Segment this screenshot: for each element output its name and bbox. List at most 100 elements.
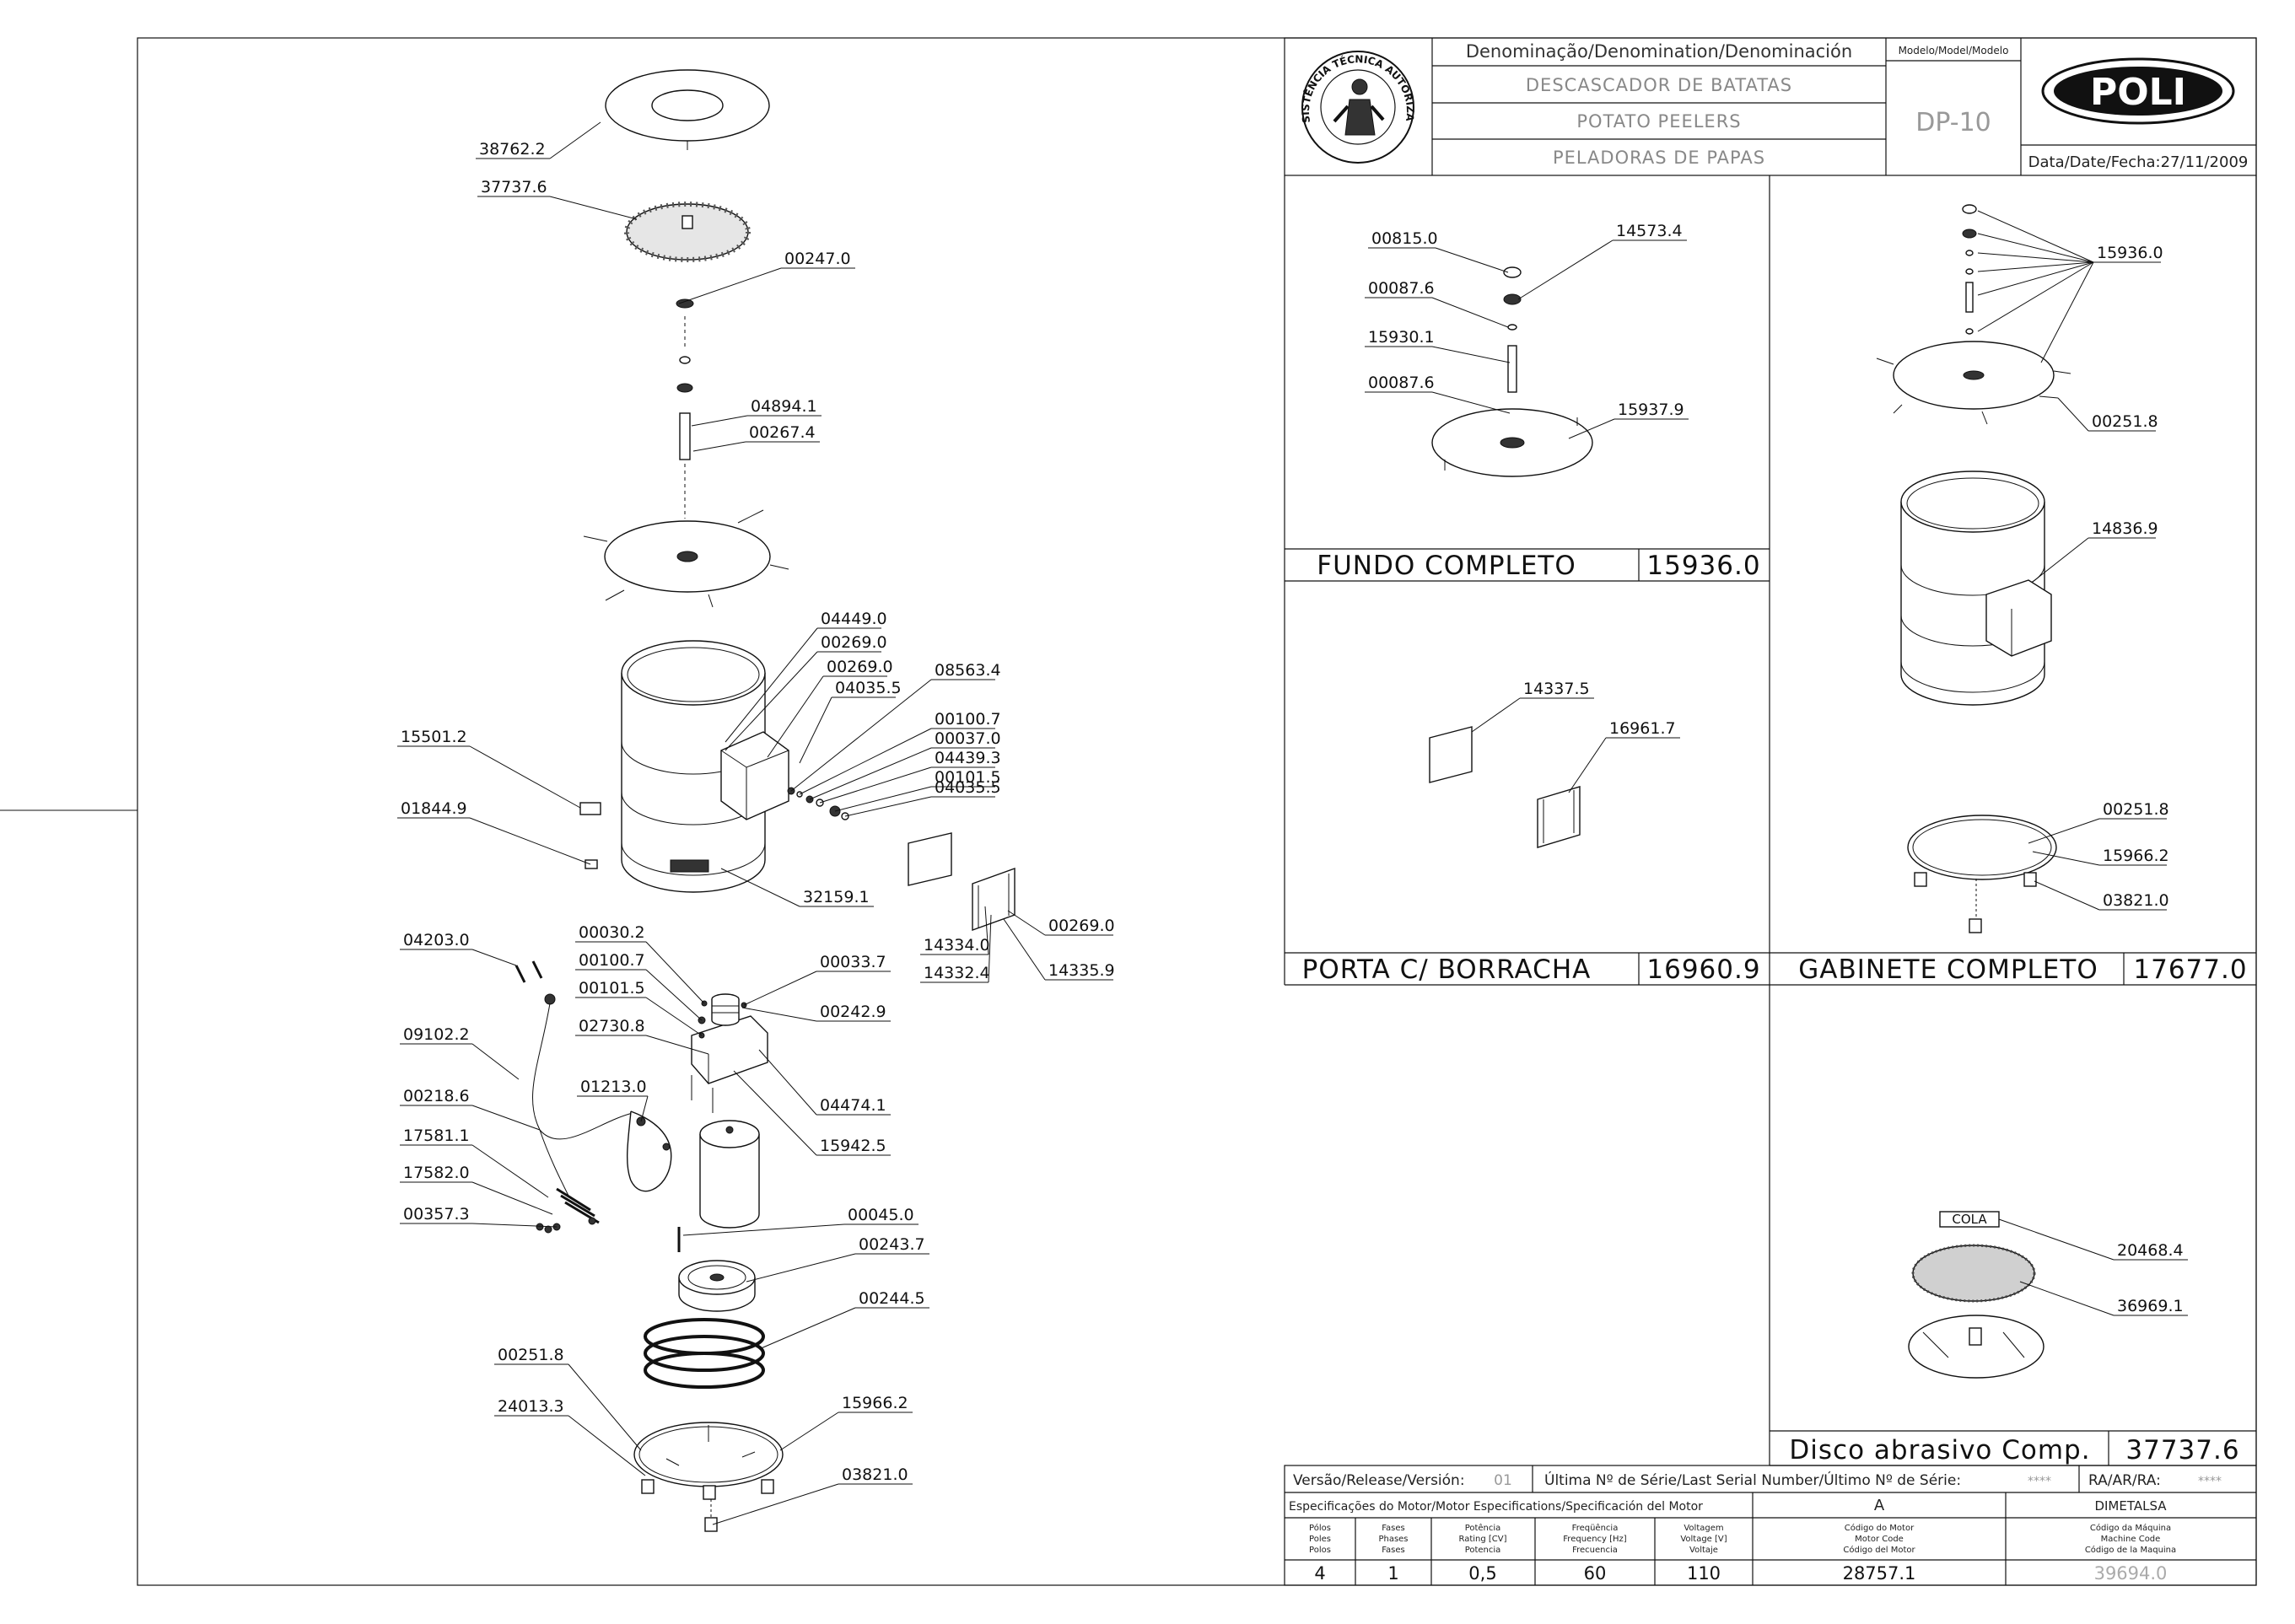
callout-32159-1-17: 32159.1	[720, 868, 874, 907]
callout-00247-0-2: 00247.0	[678, 250, 855, 304]
callout-leader	[741, 1007, 817, 1022]
callout-17582-0-26: 17582.0	[400, 1164, 553, 1215]
callout-label: 04035.5	[935, 778, 1001, 797]
label-plate-part	[579, 802, 601, 815]
callout-00242-9-34: 00242.9	[741, 1003, 891, 1022]
callout-label: 00087.6	[1368, 279, 1435, 298]
base-ring-part	[633, 1422, 784, 1532]
date-value: 27/11/2009	[2161, 153, 2249, 171]
callout-leader	[471, 1223, 558, 1228]
col-machine-code-header: Código da Máquina Machine Code Código de…	[2085, 1523, 2176, 1555]
callout-leader	[1568, 737, 1607, 793]
callout-leader	[2057, 397, 2089, 432]
callout-label: 00815.0	[1371, 229, 1438, 248]
svg-text:Phases: Phases	[1378, 1535, 1408, 1544]
callout-00030-2-28: 00030.2	[575, 923, 705, 1004]
callout-14573-4-45: 14573.4	[1517, 222, 1687, 300]
serial-value: ****	[2028, 1475, 2051, 1488]
callout-label: 17582.0	[403, 1164, 470, 1182]
callout-leader	[471, 1043, 520, 1080]
callout-label: 00100.7	[579, 951, 645, 970]
callout-03821-0-57: 03821.0	[2034, 880, 2169, 911]
motor-spec-table: Versão/Release/Versión: 01 Última Nº de …	[1284, 1465, 2257, 1586]
callout-label: 15930.1	[1368, 328, 1435, 347]
callout-label: 01213.0	[580, 1078, 647, 1096]
motor-maker: DIMETALSA	[2094, 1498, 2167, 1514]
callout-leader	[799, 696, 832, 764]
callout-00087-6-48: 00087.6	[1365, 374, 1511, 414]
callout-leader	[678, 267, 782, 304]
panel-porta-title: PORTA C/ BORRACHA	[1302, 955, 1592, 985]
callout-label: 04449.0	[821, 610, 887, 628]
callout-leader	[549, 196, 638, 220]
callout-leader	[1435, 247, 1509, 273]
svg-text:Potencia: Potencia	[1465, 1546, 1501, 1555]
callout-label: 14573.4	[1616, 222, 1683, 240]
callout-label: 00251.8	[2103, 800, 2169, 819]
callout-leader	[645, 1035, 709, 1055]
panel-fundo-title: FUNDO COMPLETO	[1317, 551, 1576, 581]
callout-00251-8-55: 00251.8	[2028, 800, 2169, 844]
fundo-detail-drawing	[1431, 266, 1593, 477]
callout-label: 15936.0	[2097, 244, 2163, 262]
callout-label: 04439.3	[935, 749, 1001, 767]
callout-00269-0-6: 00269.0	[725, 633, 887, 751]
callout-leader	[469, 745, 581, 809]
callout-leader-spoke	[1977, 233, 2094, 263]
name-es: PELADORAS DE PAPAS	[1553, 148, 1765, 168]
brand-name: POLI	[2090, 71, 2186, 114]
callout-leader	[645, 969, 703, 1021]
seal-figure-body-icon	[1344, 99, 1376, 136]
callout-label: 00242.9	[820, 1003, 886, 1021]
callout-00100-7-10: 00100.7	[799, 710, 1001, 795]
main-exploded-view	[514, 69, 1016, 1532]
callout-04035-5-14: 04035.5	[844, 778, 1001, 817]
callout-label: 09102.2	[403, 1025, 470, 1044]
callout-label: 00037.0	[935, 729, 1001, 748]
machine-code-value: 39694.0	[2094, 1563, 2168, 1584]
ra-label: RA/AR/RA:	[2088, 1472, 2161, 1489]
svg-text:Data/Date/Fecha:27/11/2009: Data/Date/Fecha:27/11/2009	[2028, 153, 2249, 171]
callout-leader	[1003, 918, 1046, 981]
callout-label: 15966.2	[2103, 847, 2169, 865]
callout-leader	[720, 868, 800, 907]
callout-label: 17581.1	[403, 1127, 470, 1145]
callout-label: 15942.5	[820, 1137, 886, 1155]
callout-label: 15937.9	[1618, 401, 1684, 419]
callout-labels: 38762.237737.600247.004894.100267.404449…	[397, 121, 2188, 1525]
callout-leader	[1007, 910, 1046, 936]
callout-01844-9-16: 01844.9	[397, 799, 591, 865]
callout-00045-0-37: 00045.0	[682, 1206, 919, 1236]
poles-value: 4	[1314, 1563, 1325, 1584]
motor-supplier-code: A	[1874, 1497, 1885, 1514]
date-label: Data/Date/Fecha:	[2028, 153, 2161, 171]
callout-label: 36969.1	[2117, 1297, 2184, 1315]
gabinete-detail-drawing	[1876, 204, 2071, 933]
callout-label: 00269.0	[1048, 917, 1115, 935]
callout-leader	[767, 675, 824, 758]
cabinet-drum-part	[621, 640, 789, 893]
callout-leader	[568, 1415, 646, 1476]
callout-leader	[2028, 818, 2100, 844]
svg-text:Código del Motor: Código del Motor	[1843, 1545, 1915, 1555]
callout-leader	[725, 651, 818, 751]
callout-label: 15966.2	[842, 1394, 908, 1412]
callout-00101-5-30: 00101.5	[575, 979, 703, 1036]
callout-label: 14335.9	[1048, 961, 1115, 980]
callout-08563-4-9: 08563.4	[790, 661, 1001, 792]
callout-00269-0-7: 00269.0	[767, 658, 893, 758]
callout-leader-spoke	[1977, 261, 2094, 296]
callout-leader	[471, 1181, 553, 1215]
callout-15936-0-52: 15936.0	[1977, 210, 2163, 263]
motor-part	[699, 1120, 760, 1229]
callout-17581-1-25: 17581.1	[400, 1127, 549, 1198]
callout-leader	[471, 949, 517, 966]
col-frequency-header: Freqüência Frequency [Hz] Frecuencia	[1563, 1523, 1627, 1555]
callout-15930-1-47: 15930.1	[1365, 328, 1511, 363]
power-cord-part	[514, 960, 633, 1234]
callout-00244-5-39: 00244.5	[758, 1289, 929, 1350]
callout-leader	[834, 786, 932, 812]
drive-belt-part	[644, 1318, 765, 1389]
callout-leader	[2032, 851, 2100, 866]
